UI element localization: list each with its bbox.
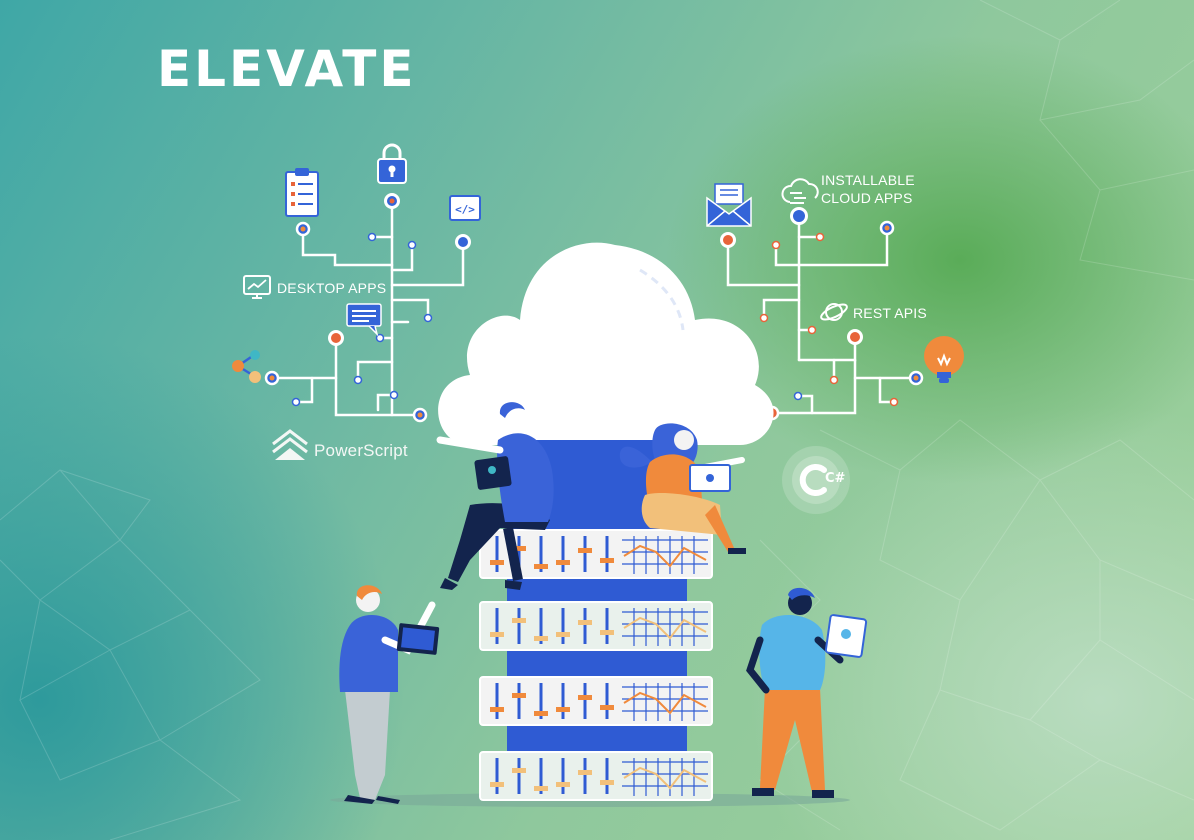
person-sitting-laptop xyxy=(619,423,746,554)
envelope-icon xyxy=(706,183,752,227)
desktop-monitor-icon xyxy=(243,275,271,299)
cloud-apps-icon xyxy=(781,178,819,204)
csharp-icon: C# xyxy=(782,446,850,514)
code-icon: </> xyxy=(449,195,481,221)
server-rack xyxy=(479,751,713,801)
server-rack xyxy=(479,601,713,651)
cloud-apps-label: CLOUD APPS xyxy=(821,190,913,206)
person-standing-right xyxy=(746,587,868,798)
installable-label: INSTALLABLE xyxy=(821,172,915,188)
left-nodes xyxy=(264,193,471,423)
csharp-label: C# xyxy=(825,471,846,486)
lock-icon xyxy=(377,143,407,184)
svg-text:</>: </> xyxy=(455,203,475,216)
powerscript-logo-icon xyxy=(272,429,308,460)
cloud-icon xyxy=(438,242,774,445)
person-sitting-tablet xyxy=(436,402,554,590)
chat-bubble-icon xyxy=(346,303,382,337)
clipboard-icon xyxy=(285,168,319,217)
desktop-apps-label: DESKTOP APPS xyxy=(277,280,387,296)
share-icon xyxy=(232,350,261,383)
planet-api-icon xyxy=(820,303,848,321)
left-circuit-tree xyxy=(270,203,465,417)
right-circuit-tree xyxy=(726,216,918,415)
rest-apis-label: REST APIS xyxy=(853,305,927,321)
server-rack xyxy=(479,676,713,726)
powerscript-label: PowerScript xyxy=(314,441,408,460)
lightbulb-icon xyxy=(924,336,964,383)
server-rack xyxy=(479,529,713,579)
brand-logo: ELEVATE xyxy=(157,40,417,98)
person-standing-tablet xyxy=(339,585,440,804)
